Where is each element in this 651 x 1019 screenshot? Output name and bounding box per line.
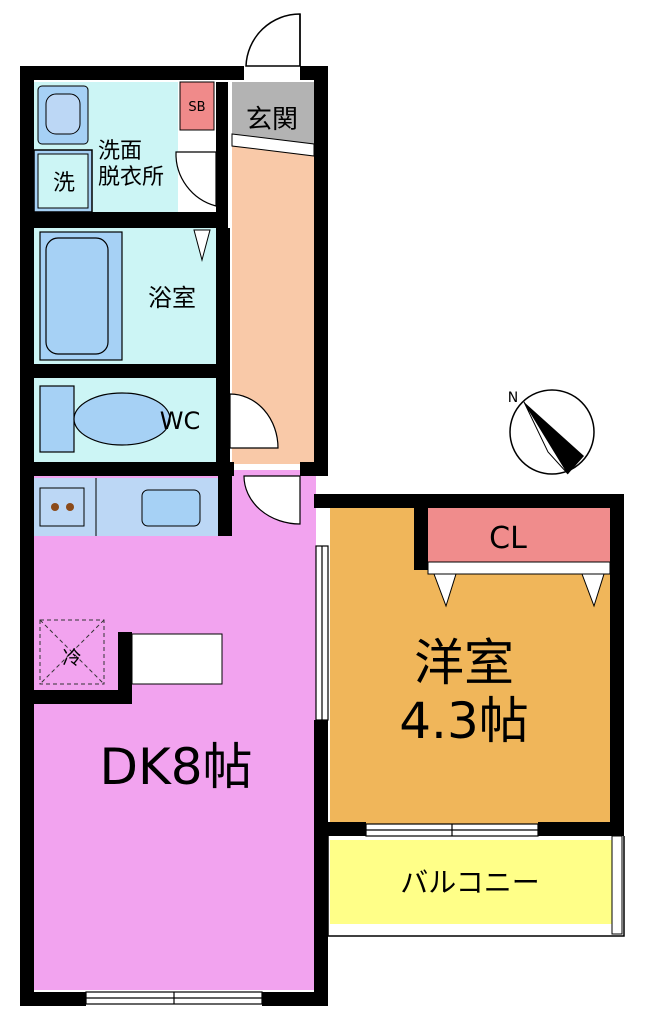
toilet-label: WC <box>160 407 201 435</box>
kitchen-sink <box>141 489 201 527</box>
washroom-label-2: 脱衣所 <box>98 165 164 190</box>
balcony-label: バルコニー <box>400 866 539 899</box>
dk-label: DK8帖 <box>99 738 252 796</box>
north-arrow-icon <box>524 402 584 474</box>
counter <box>131 633 223 685</box>
washer-label: 洗 <box>53 171 75 196</box>
shoe-box-label: SB <box>188 100 205 115</box>
stove <box>39 487 85 527</box>
entrance-label: 玄関 <box>246 105 298 135</box>
entrance-door <box>245 13 301 67</box>
balcony-railing <box>327 836 625 937</box>
washroom-door <box>175 151 217 207</box>
closet-label: CL <box>489 521 527 556</box>
toilet-fixture <box>39 385 171 453</box>
compass <box>509 389 595 475</box>
fridge-space <box>39 619 105 685</box>
closet-area <box>426 508 612 562</box>
toilet-door <box>229 393 279 449</box>
entrance-area <box>232 82 314 144</box>
washroom-label-1: 洗面 <box>98 139 142 164</box>
compass-north-label: N <box>508 390 518 406</box>
western-label-2: 4.3帖 <box>399 692 529 750</box>
western-label-1: 洋室 <box>414 634 514 692</box>
walls <box>20 66 624 1006</box>
dk-door <box>243 475 301 525</box>
closet-door <box>427 561 611 575</box>
shoe-box <box>179 81 215 131</box>
balcony-area <box>330 840 612 924</box>
burner-icon <box>51 503 59 511</box>
windows <box>85 545 539 1005</box>
bathroom-label: 浴室 <box>148 284 196 312</box>
dk-area <box>32 470 316 990</box>
fridge-label: 冷 <box>62 647 81 669</box>
burner-icon <box>66 503 74 511</box>
